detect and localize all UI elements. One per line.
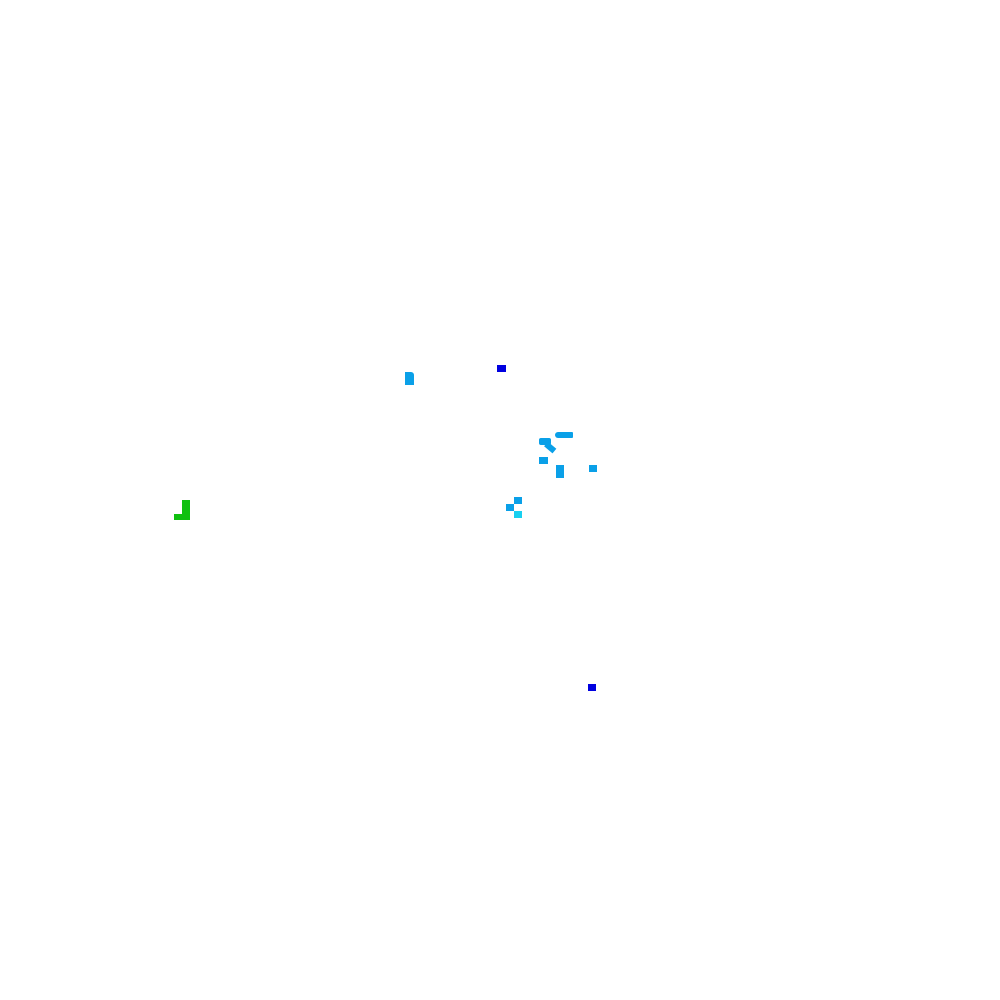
light-blue-mark xyxy=(405,372,414,385)
cyan-mark xyxy=(514,511,522,518)
light-blue-mark xyxy=(544,441,557,454)
light-blue-mark xyxy=(539,438,551,445)
light-blue-mark xyxy=(589,465,597,472)
green-mark xyxy=(182,500,190,520)
light-blue-mark xyxy=(556,465,564,478)
light-blue-mark xyxy=(506,504,514,511)
green-mark xyxy=(174,514,184,520)
blue-mark xyxy=(588,684,596,691)
light-blue-mark xyxy=(514,497,522,504)
blue-mark xyxy=(497,365,506,372)
light-blue-mark xyxy=(539,457,548,464)
light-blue-mark xyxy=(555,432,573,438)
